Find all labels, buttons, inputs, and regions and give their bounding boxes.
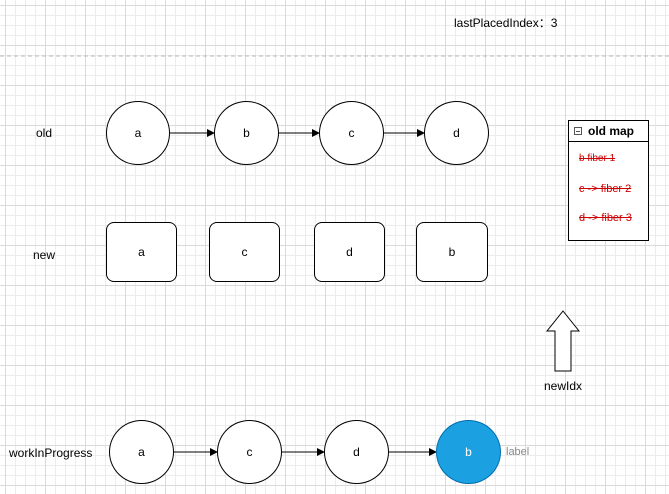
old-node-b[interactable]: b — [214, 101, 279, 165]
old-map-item-b: b fiber 1 — [579, 153, 616, 164]
row-label-new: new — [33, 248, 56, 262]
wip-node-d[interactable]: d — [324, 420, 389, 484]
wip-node-label: a — [138, 445, 145, 459]
old-map-item-c: c -> fiber 2 — [579, 183, 632, 195]
old-node-d[interactable]: d — [424, 101, 489, 165]
new-node-label: a — [138, 245, 145, 259]
old-node-label: c — [348, 126, 355, 140]
old-node-label: d — [453, 126, 460, 140]
wip-node-label: c — [246, 445, 253, 459]
newidx-pointer-arrow — [545, 310, 581, 372]
new-node-label: c — [241, 245, 248, 259]
old-node-label: b — [243, 126, 250, 140]
new-node-label: d — [346, 245, 353, 259]
last-placed-index-separator: ： — [538, 16, 551, 30]
node-label-placeholder[interactable]: label — [506, 446, 530, 458]
new-node-d[interactable]: d — [314, 222, 385, 282]
wip-node-label: b — [465, 445, 472, 459]
old-node-c[interactable]: c — [319, 101, 384, 165]
row-label-old: old — [36, 126, 53, 140]
row-label-work-in-progress: workInProgress — [9, 446, 93, 460]
new-node-label: b — [448, 245, 456, 259]
newidx-label: newIdx — [544, 379, 583, 393]
new-node-b[interactable]: b — [416, 222, 488, 282]
new-node-a[interactable]: a — [106, 222, 177, 282]
old-node-a[interactable]: a — [106, 101, 170, 165]
old-node-label: a — [134, 126, 142, 140]
old-map-header: old map — [569, 121, 648, 142]
last-placed-index-value: 3 — [550, 16, 558, 30]
last-placed-index: lastPlacedIndex：3 — [454, 16, 557, 30]
wip-node-b-selected[interactable]: b — [436, 420, 501, 484]
wip-node-label: d — [353, 445, 360, 459]
new-node-c[interactable]: c — [209, 222, 280, 282]
old-map-item-d: d -> fiber 3 — [579, 212, 632, 224]
last-placed-index-label: lastPlacedIndex — [454, 16, 539, 30]
collapse-icon[interactable] — [574, 127, 582, 135]
wip-node-a[interactable]: a — [109, 420, 174, 484]
wip-node-c[interactable]: c — [217, 420, 282, 484]
old-map-box[interactable]: old map b fiber 1 c -> fiber 2 d -> fibe… — [568, 120, 649, 241]
old-map-title: old map — [588, 124, 635, 138]
